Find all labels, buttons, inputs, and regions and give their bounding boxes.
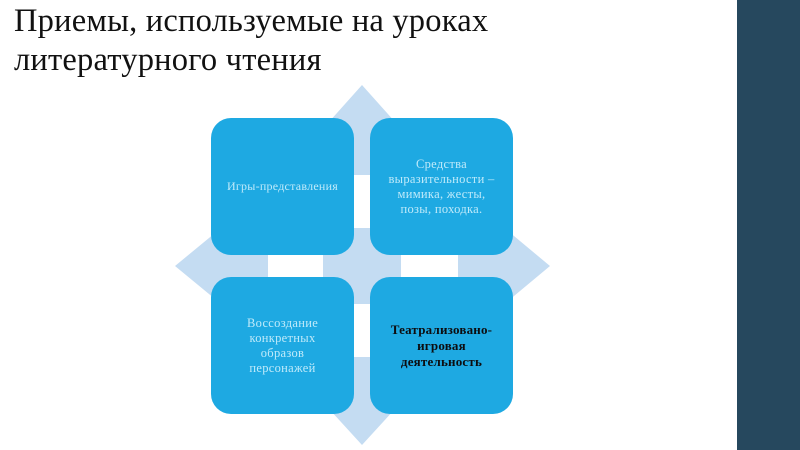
diagram-box-top-right[interactable]: Средства выразительности – мимика, жесты… <box>370 118 513 255</box>
right-edge-accent-bar <box>737 0 800 450</box>
page-title: Приемы, используемые на уроках литератур… <box>14 3 489 78</box>
diagram-box-bottom-left[interactable]: Воссоздание конкретных образов персонаже… <box>211 277 354 414</box>
diagram-box-top-left-label: Игры-представления <box>226 179 339 193</box>
diagram-box-top-right-label: Средства выразительности – мимика, жесты… <box>388 156 495 216</box>
diagram-box-bottom-right[interactable]: Театрализовано- игровая деятельность <box>370 277 513 414</box>
right-edge-white-gap <box>730 0 737 450</box>
diagram-container: Игры-представления Средства выразительно… <box>175 85 550 445</box>
diagram-box-bottom-left-label: Воссоздание конкретных образов персонаже… <box>246 315 319 375</box>
diagram-box-top-left[interactable]: Игры-представления <box>211 118 354 255</box>
diagram-box-bottom-right-label: Театрализовано- игровая деятельность <box>390 321 493 369</box>
